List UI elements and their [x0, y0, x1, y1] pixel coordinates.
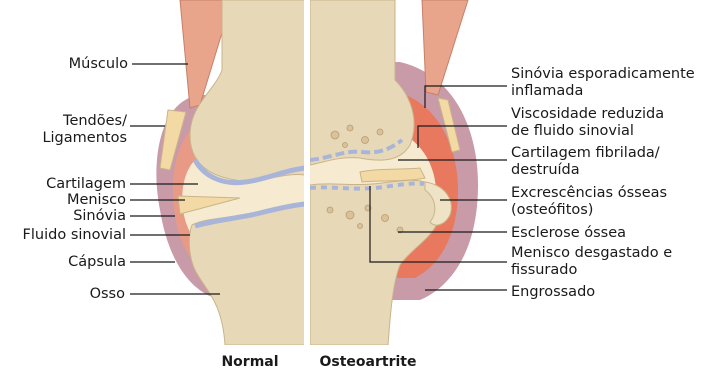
label-cartilagem: Cartilagem — [46, 176, 126, 192]
label-fluido: Fluido sinovial — [23, 227, 126, 243]
label-menisco-desgastado-2: fissurado — [511, 262, 577, 278]
label-menisco: Menisco — [67, 192, 126, 208]
label-osso: Osso — [90, 286, 126, 302]
caption-normal: Normal — [221, 354, 278, 370]
meniscus-right — [360, 168, 425, 182]
normal-joint — [156, 0, 305, 345]
label-musculo: Músculo — [69, 56, 128, 72]
label-ligamentos: Ligamentos — [42, 130, 127, 146]
label-engrossado: Engrossado — [511, 284, 595, 300]
label-cartilagem-fibrilada-2: destruída — [511, 162, 580, 178]
label-excrescencias: Excrescências ósseas — [511, 185, 667, 201]
label-sinovia-inflamada-2: inflamada — [511, 83, 583, 99]
label-menisco-desgastado: Menisco desgastado e — [511, 245, 672, 261]
label-sinovia-inflamada: Sinóvia esporadicamente — [511, 66, 695, 82]
label-viscosidade-2: de fluido sinovial — [511, 123, 634, 139]
label-excrescencias-2: (osteófitos) — [511, 202, 593, 218]
center-divider — [304, 0, 310, 345]
label-viscosidade: Viscosidade reduzida — [511, 106, 664, 122]
label-capsula: Cápsula — [68, 254, 126, 270]
caption-osteoartrite: Osteoartrite — [320, 354, 417, 370]
label-esclerose: Esclerose óssea — [511, 225, 626, 241]
muscle-right — [422, 0, 468, 95]
label-tendoes: Tendões/ — [62, 113, 127, 129]
label-cartilagem-fibrilada: Cartilagem fibrilada/ — [511, 145, 660, 161]
label-sinovia: Sinóvia — [73, 208, 126, 224]
osteoarthritis-joint — [310, 0, 478, 345]
